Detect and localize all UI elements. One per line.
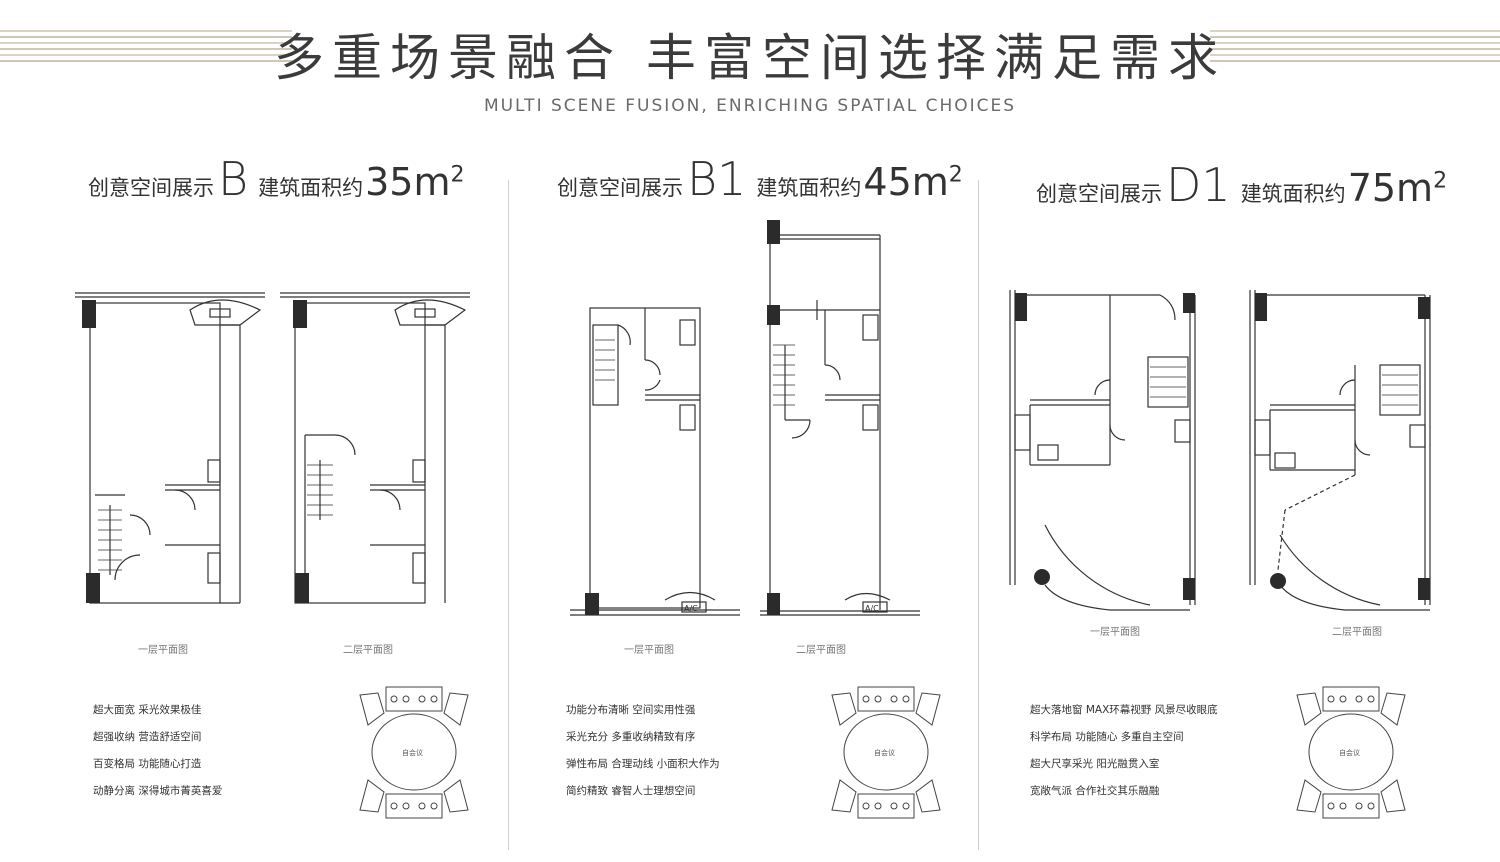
floor-plan-b1-level1: A/C	[570, 307, 740, 616]
meeting-layout-diagram-b: 自会议	[359, 686, 469, 819]
feature-item: 超大落地窗 MAX环幕视野 风景尽收眼底	[1030, 704, 1218, 716]
feature-item: 超大面宽 采光效果极佳	[93, 704, 202, 716]
meeting-layout-diagram-d1: 自会议	[1296, 686, 1406, 819]
page-subtitle: MULTI SCENE FUSION, ENRICHING SPATIAL CH…	[483, 96, 1017, 116]
floor-plan-b-level1	[75, 292, 265, 604]
feature-item: 采光充分 多重收纳精致有序	[566, 731, 696, 743]
heading-prefix: 创意空间展示	[1036, 182, 1162, 206]
feature-item: 科学布局 功能随心 多重自主空间	[1030, 731, 1184, 743]
ac-label: A/C	[865, 604, 879, 613]
diagram-label: 自会议	[874, 748, 895, 757]
floor-plan-b1-level2: A/C	[760, 220, 920, 616]
area-value: 75m2	[1347, 166, 1448, 210]
meeting-layout-diagram-b1: 自会议	[831, 686, 941, 819]
unit-heading-d1: 创意空间展示 D1 建筑面积约 75m2	[1036, 158, 1447, 212]
feature-list-b1: 功能分布清晰 空间实用性强 采光充分 多重收纳精致有序 弹性布局 合理动线 小面…	[566, 697, 720, 805]
area-label: 建筑面积约	[756, 176, 862, 200]
feature-item: 百变格局 功能随心打造	[93, 758, 202, 770]
feature-item: 超强收纳 营造舒适空间	[93, 731, 202, 743]
unit-heading-b1: 创意空间展示 B1 建筑面积约 45m2	[557, 152, 963, 206]
area-value: 35m2	[365, 160, 465, 204]
feature-item: 超大尺享采光 阳光融贯入室	[1030, 758, 1160, 770]
section-divider	[508, 180, 509, 850]
unit-code: B	[218, 152, 249, 206]
unit-code: B1	[687, 152, 747, 206]
feature-item: 宽敞气派 合作社交其乐融融	[1030, 785, 1160, 797]
caption-d1-level1: 一层平面图	[1090, 627, 1140, 638]
title-stripes-left	[0, 30, 292, 68]
feature-item: 简约精致 睿智人士理想空间	[566, 785, 696, 797]
feature-item: 弹性布局 合理动线 小面积大作为	[566, 758, 720, 770]
floor-plan-d1-level1	[1009, 290, 1196, 611]
caption-b1-level1: 一层平面图	[624, 645, 674, 656]
caption-b-level2: 二层平面图	[343, 645, 393, 656]
section-divider	[978, 180, 979, 850]
feature-item: 动静分离 深得城市菁英喜爱	[93, 785, 223, 797]
ac-label: A/C	[684, 604, 698, 613]
diagram-label: 自会议	[402, 748, 423, 757]
feature-list-d1: 超大落地窗 MAX环幕视野 风景尽收眼底 科学布局 功能随心 多重自主空间 超大…	[1030, 697, 1218, 805]
page-title: 多重场景融合 丰富空间选择满足需求	[274, 29, 1226, 87]
caption-b-level1: 一层平面图	[138, 645, 188, 656]
diagram-label: 自会议	[1339, 748, 1360, 757]
unit-code: D1	[1166, 158, 1231, 212]
heading-prefix: 创意空间展示	[88, 176, 214, 200]
title-stripes-right	[1210, 30, 1500, 68]
area-label: 建筑面积约	[1240, 182, 1346, 206]
feature-list-b: 超大面宽 采光效果极佳 超强收纳 营造舒适空间 百变格局 功能随心打造 动静分离…	[93, 697, 222, 805]
area-label: 建筑面积约	[258, 176, 364, 200]
caption-b1-level2: 二层平面图	[796, 645, 846, 656]
unit-heading-b: 创意空间展示 B 建筑面积约 35m2	[88, 152, 465, 206]
floor-plan-b-level2	[280, 292, 470, 604]
caption-d1-level2: 二层平面图	[1332, 627, 1382, 638]
area-value: 45m2	[863, 160, 963, 204]
feature-item: 功能分布清晰 空间实用性强	[566, 704, 696, 716]
floor-plan-d1-level2	[1249, 290, 1431, 611]
heading-prefix: 创意空间展示	[557, 176, 683, 200]
